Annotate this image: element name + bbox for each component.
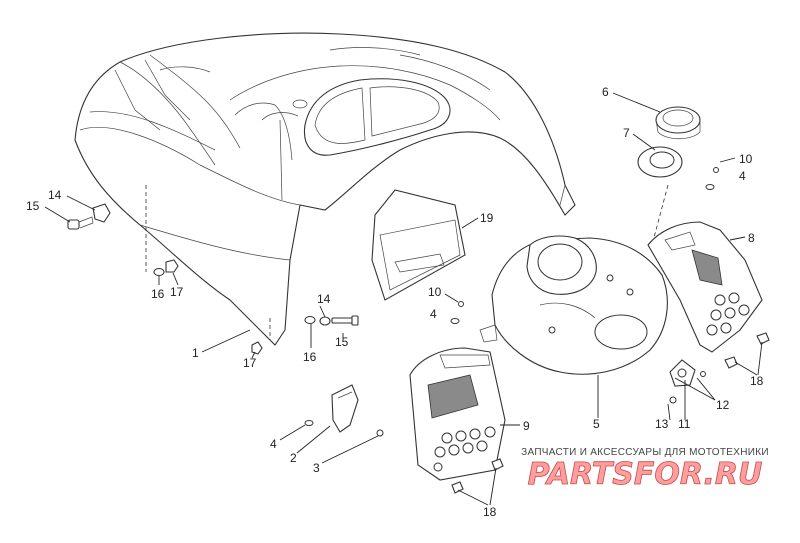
callout-8: 8 <box>748 231 755 245</box>
storage-tray-part-19 <box>371 189 466 301</box>
callout-18-right: 18 <box>750 374 764 388</box>
body-cover-part-1 <box>74 32 576 346</box>
clip-part-18-left <box>451 458 504 494</box>
callout-10-right: 10 <box>739 152 753 166</box>
nut-part-17-left <box>165 259 179 273</box>
callout-16-mid: 16 <box>303 350 317 364</box>
callout-15-mid: 15 <box>335 335 349 349</box>
callout-6: 6 <box>602 85 609 99</box>
callout-14-left: 14 <box>48 188 62 202</box>
watermark-banner: ЗАПЧАСТИ И АКСЕССУАРЫ ДЛЯ МОТОТЕХНИКИ PA… <box>500 447 790 497</box>
gasket-part-7 <box>637 146 683 178</box>
callout-14-mid: 14 <box>317 292 331 306</box>
watermark-logo: PARTSFOR.RU <box>500 456 790 497</box>
callout-10-mid: 10 <box>428 285 442 299</box>
callout-7: 7 <box>623 126 630 140</box>
callout-12: 12 <box>716 398 730 412</box>
callout-17-left: 17 <box>170 285 184 299</box>
callout-18-lower: 18 <box>483 505 497 519</box>
callout-4-mid: 4 <box>430 307 437 321</box>
screw-part-12 <box>700 371 706 377</box>
washer-part-4-lower <box>304 420 314 426</box>
grommet-part-14-mid <box>319 316 331 326</box>
bracket-part-11 <box>669 359 696 387</box>
callout-4-right: 4 <box>739 169 746 183</box>
screw-part-10-mid <box>458 301 464 307</box>
watermark-logo-text: PARTSFOR.RU <box>528 457 763 492</box>
callout-9: 9 <box>523 419 530 433</box>
latch-bracket-part-2 <box>331 384 359 433</box>
assembly-line-right <box>651 184 669 246</box>
vent-panel-part-8 <box>647 221 763 353</box>
grommet-part-14-left <box>92 203 111 223</box>
watermark-caption: ЗАПЧАСТИ И АКСЕССУАРЫ ДЛЯ МОТОТЕХНИКИ <box>521 447 769 458</box>
nut-part-13 <box>669 396 677 404</box>
vent-panel-part-9 <box>409 347 506 481</box>
callout-11: 11 <box>678 417 691 431</box>
nut-part-17-mid <box>251 341 263 355</box>
washer-part-16-mid <box>304 316 316 324</box>
leader-lines <box>44 92 763 506</box>
callout-3: 3 <box>313 461 320 475</box>
console-part-5 <box>479 235 668 375</box>
callout-4-lower: 4 <box>270 437 277 451</box>
bolt-part-15-mid <box>331 315 359 326</box>
screw-part-10-right <box>713 167 719 173</box>
callout-5: 5 <box>593 417 600 431</box>
callout-1: 1 <box>192 346 199 360</box>
clip-part-18-right <box>724 332 770 369</box>
filler-ring-part-6 <box>655 106 701 140</box>
callout-2: 2 <box>290 451 297 465</box>
callout-15-left: 15 <box>26 199 40 213</box>
rivet-part-3 <box>376 429 384 437</box>
bolt-part-15-left <box>67 216 94 230</box>
washer-part-16-left <box>153 268 165 276</box>
callout-16-left: 16 <box>151 287 165 301</box>
washer-part-4-right <box>705 184 715 190</box>
callout-19: 19 <box>480 211 494 225</box>
callout-numbers: 1 2 3 4 4 4 5 6 7 8 9 10 10 11 12 13 14 … <box>26 85 764 519</box>
washer-part-4-mid <box>450 318 460 324</box>
callout-17-mid: 17 <box>243 356 257 370</box>
callout-13: 13 <box>655 417 669 431</box>
